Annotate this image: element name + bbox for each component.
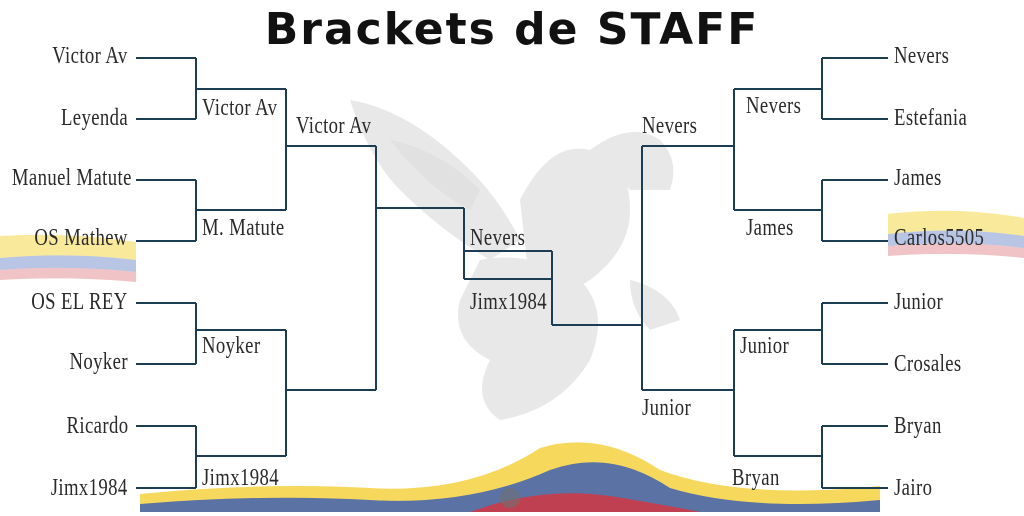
right-r1-player-3: James (894, 165, 942, 191)
right-r2-player-3: Junior (740, 333, 790, 359)
left-r1-player-2: Leyenda (60, 105, 128, 131)
flag-strip-right (888, 206, 1024, 264)
right-r1-player-1: Nevers (894, 43, 950, 69)
flag-strip-left (0, 232, 136, 290)
right-r2-player-4: Bryan (732, 465, 780, 491)
right-r1-player-7: Bryan (894, 413, 942, 439)
left-r1-player-7: Ricardo (66, 413, 128, 439)
right-r1-player-4: Carlos5505 (894, 225, 985, 251)
right-r2-player-2: James (746, 215, 794, 241)
left-r2-player-3: Noyker (202, 333, 261, 359)
final-player-1: Nevers (470, 225, 526, 251)
left-r3-player-1: Victor Av (296, 113, 372, 139)
right-r1-player-5: Junior (894, 289, 944, 315)
left-r1-player-8: Jimx1984 (51, 475, 128, 501)
left-r2-player-1: Victor Av (202, 95, 278, 121)
right-r1-player-2: Estefania (894, 105, 968, 131)
right-r3-player-2: Junior (642, 395, 692, 421)
left-r2-player-2: M. Matute (202, 215, 285, 241)
left-r1-player-3: Manuel Matute (12, 165, 132, 191)
left-r1-player-5: OS EL REY (31, 289, 128, 315)
right-r1-player-8: Jairo (894, 475, 933, 501)
left-r2-player-4: Jimx1984 (202, 465, 279, 491)
right-r2-player-1: Nevers (746, 93, 802, 119)
left-r1-player-6: Noyker (69, 349, 128, 375)
final-player-2: Jimx1984 (470, 289, 547, 315)
ecuador-flag-icon (140, 430, 880, 512)
right-r3-player-1: Nevers (642, 113, 698, 139)
left-r1-player-4: OS Mathew (34, 225, 128, 251)
page-title: Brackets de STAFF (264, 4, 760, 55)
left-r1-player-1: Victor Av (52, 43, 128, 69)
right-r1-player-6: Crosales (894, 351, 962, 377)
